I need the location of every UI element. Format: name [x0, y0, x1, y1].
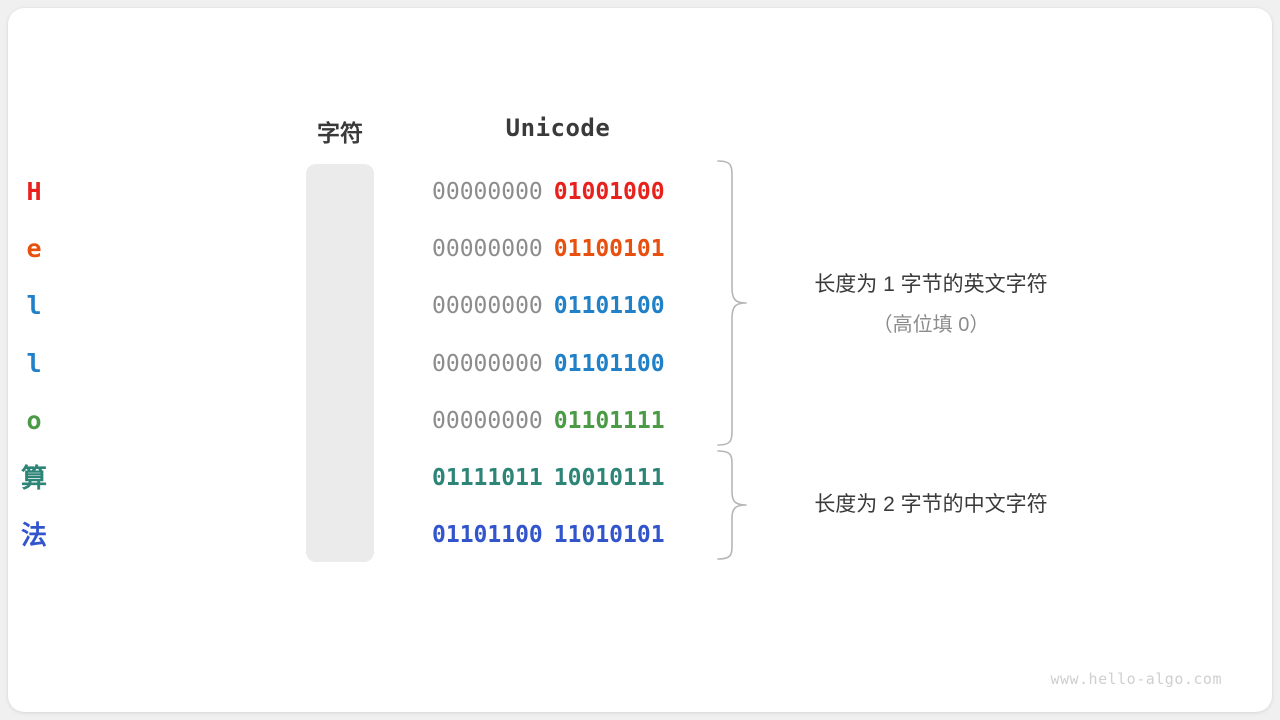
character-glyph: o: [26, 405, 42, 435]
high-byte: 00000000: [432, 350, 543, 377]
column-header-unicode: Unicode: [505, 114, 611, 142]
diagram-card: [8, 8, 1272, 712]
brace-two-byte: [717, 450, 747, 560]
character-cell: l: [0, 349, 68, 379]
unicode-binary-row: 00000000 01100101: [432, 234, 684, 264]
low-byte: 01101111: [553, 407, 665, 434]
character-column-panel: [306, 164, 374, 562]
high-byte: 00000000: [432, 236, 543, 263]
unicode-binary-row: 00000000 01101111: [432, 406, 684, 436]
high-byte: 00000000: [432, 407, 543, 434]
low-byte: 01101100: [553, 350, 665, 377]
column-header-character: 字符: [317, 120, 363, 146]
low-byte: 10010111: [553, 465, 665, 491]
high-byte: 01111011: [432, 465, 543, 491]
annotation-one-byte: 长度为 1 字节的英文字符 （高位填 0）: [786, 268, 1076, 337]
character-glyph: l: [26, 348, 42, 378]
unicode-binary-row: 00000000 01101100: [432, 291, 684, 321]
brace-one-byte: [717, 160, 747, 446]
annotation-one-byte-main: 长度为 1 字节的英文字符: [814, 273, 1048, 296]
character-cell: 算: [0, 463, 68, 493]
unicode-binary-row: 01101100 11010101: [432, 520, 684, 550]
low-byte: 01100101: [553, 236, 665, 263]
character-cell: H: [0, 177, 68, 207]
low-byte: 01001000: [553, 179, 665, 205]
character-glyph: e: [26, 234, 42, 264]
low-byte: 11010101: [553, 522, 665, 549]
character-glyph: l: [26, 291, 42, 321]
high-byte: 01101100: [432, 522, 543, 549]
unicode-binary-row: 01111011 10010111: [432, 463, 684, 493]
character-cell: o: [0, 406, 68, 436]
annotation-two-byte-main: 长度为 2 字节的中文字符: [814, 493, 1048, 516]
unicode-binary-row: 00000000 01101100: [432, 349, 684, 379]
annotation-two-byte: 长度为 2 字节的中文字符: [786, 488, 1076, 518]
character-glyph: H: [26, 177, 42, 206]
high-byte: 00000000: [432, 179, 543, 205]
character-glyph: 法: [20, 520, 47, 551]
low-byte: 01101100: [553, 293, 665, 320]
unicode-binary-row: 00000000 01001000: [432, 177, 684, 207]
watermark: www.hello-algo.com: [1050, 670, 1222, 688]
character-cell: 法: [0, 520, 68, 550]
character-cell: l: [0, 291, 68, 321]
character-cell: e: [0, 234, 68, 264]
annotation-one-byte-sub: （高位填 0）: [872, 314, 990, 336]
character-glyph: 算: [20, 463, 47, 493]
high-byte: 00000000: [432, 293, 543, 320]
